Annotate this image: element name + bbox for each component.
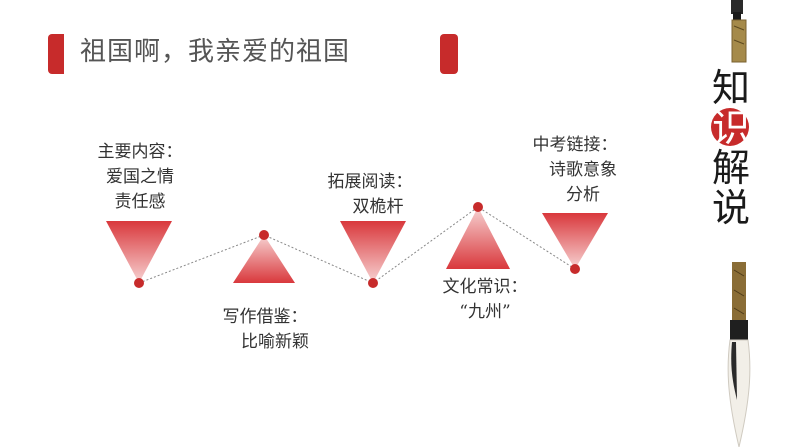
node-1-line-3: 责任感	[80, 190, 200, 215]
node-5-line-3: 分析	[505, 183, 645, 208]
side-title-char-1: 知	[703, 68, 759, 108]
node-5-line-1: 中考链接：	[505, 133, 645, 158]
node-4-line-1: 文化常识：	[420, 275, 550, 300]
node-dot-1	[134, 278, 144, 288]
side-title-char-3: 解	[703, 148, 759, 188]
triangle-3	[340, 221, 406, 283]
triangle-2	[233, 235, 295, 283]
node-dot-2	[259, 230, 269, 240]
node-label-2: 写作借鉴： 比喻新颖	[200, 305, 330, 355]
node-dot-4	[473, 202, 483, 212]
side-title: 知 识 解 说	[703, 68, 763, 228]
node-1-line-2: 爱国之情	[80, 165, 200, 190]
triangle-4	[446, 207, 510, 269]
node-label-1: 主要内容： 爱国之情 责任感	[80, 140, 200, 215]
side-title-char-4: 说	[703, 188, 759, 228]
node-3-line-1: 拓展阅读：	[305, 170, 435, 195]
node-2-line-1: 写作借鉴：	[200, 305, 330, 330]
side-title-char-2: 识	[703, 108, 759, 148]
node-5-line-2: 诗歌意象	[505, 158, 645, 183]
node-1-line-1: 主要内容：	[80, 140, 200, 165]
node-dot-5	[570, 264, 580, 274]
node-dot-3	[368, 278, 378, 288]
node-label-5: 中考链接： 诗歌意象 分析	[505, 133, 645, 208]
node-4-line-2: “九州”	[420, 300, 550, 325]
node-label-3: 拓展阅读： 双桅杆	[305, 170, 435, 220]
node-label-4: 文化常识： “九州”	[420, 275, 550, 325]
node-2-line-2: 比喻新颖	[200, 330, 330, 355]
triangle-5	[542, 213, 608, 269]
node-3-line-2: 双桅杆	[305, 195, 435, 220]
